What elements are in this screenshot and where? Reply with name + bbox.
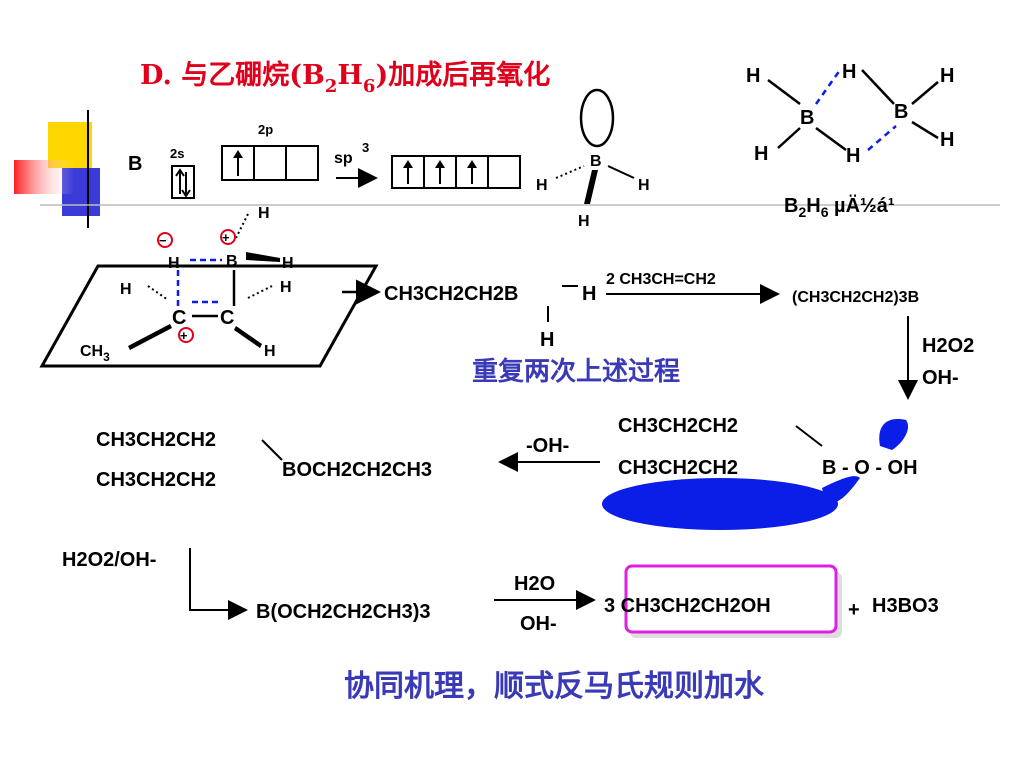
svg-text:CH3CH2CH2: CH3CH2CH2 [96,429,216,451]
svg-text:H: H [258,205,270,222]
boric-acid: H3BO3 [872,595,939,617]
svg-text:3: 3 [362,140,369,155]
hydrolysis-top: H2O [514,573,555,595]
diborane-structure: H H H B B H H H B2H6 µÄ½á¹ [746,61,954,220]
svg-text:H: H [578,213,590,230]
repeat-note: 重复两次上述过程 [472,357,680,387]
svg-text:sp: sp [334,150,353,167]
svg-text:B - O - OH: B - O - OH [822,457,918,479]
svg-text:B: B [226,253,238,270]
svg-text:−: − [159,233,167,248]
orbital-diagram: B 2s 2p sp 3 [128,122,521,199]
svg-text:B: B [894,101,908,123]
svg-text:H: H [746,65,760,87]
svg-text:B: B [590,153,602,170]
svg-text:C: C [220,307,234,329]
arrow-5 [189,548,248,620]
svg-text:H: H [582,283,596,305]
svg-text:B: B [128,153,142,175]
peroxide-reagent-line1: H2O2 [922,335,974,357]
svg-text:H: H [940,65,954,87]
diborane-caption: B2H6 µÄ½á¹ [784,194,895,220]
final-product-box [624,564,842,638]
svg-text:CH3CH2CH2: CH3CH2CH2 [96,469,216,491]
peroxide-reagent-line2: OH- [922,367,959,389]
propene-reagent: 2 CH3CH=CH2 [606,271,716,288]
svg-text:H: H [846,145,860,167]
hydrolysis-bottom: OH- [520,613,557,635]
transition-state: H − + H B H H H C C + CH3 H [39,205,379,368]
minus-oh-label: -OH- [526,435,569,457]
svg-text:H: H [168,255,180,272]
svg-text:H: H [638,177,650,194]
borinate-ester: CH3CH2CH2 CH3CH2CH2 BOCH2CH2CH3 [96,429,432,491]
svg-text:BOCH2CH2CH3: BOCH2CH2CH3 [282,459,432,481]
svg-text:H: H [264,343,276,360]
final-alcohol: 3 CH3CH2CH2OH [604,595,771,617]
svg-text:2s: 2s [170,146,184,161]
h2o2-oh-label: H2O2/OH- [62,549,156,571]
svg-text:H: H [120,281,132,298]
page-title: D. 与乙硼烷(B2H6)加成后再氧化 [140,59,550,97]
trialkylborane: (CH3CH2CH2)3B [792,289,919,306]
monoalkylborane: CH3CH2CH2B H H [384,283,596,351]
svg-text:H: H [842,61,856,83]
bh3-structure: B H H H [536,88,650,230]
svg-text:C: C [172,307,186,329]
svg-text:H: H [282,255,294,272]
borate-ester: B(OCH2CH2CH3)3 [256,601,430,623]
svg-text:H: H [540,329,554,351]
svg-text:CH3CH2CH2B: CH3CH2CH2B [384,283,518,305]
svg-text:H: H [280,279,292,296]
svg-text:+: + [222,230,230,245]
summary-note: 协同机理，顺式反马氏规则加水 [344,669,765,704]
svg-text:2p: 2p [258,122,273,137]
corner-decoration [14,110,1000,228]
peroxyborate: CH3CH2CH2 CH3CH2CH2 B - O - OH [602,415,918,530]
svg-text:B: B [800,107,814,129]
svg-text:H: H [754,143,768,165]
svg-text:CH3: CH3 [80,343,110,364]
svg-text:H: H [940,129,954,151]
plus-sign: + [848,599,860,621]
svg-text:CH3CH2CH2: CH3CH2CH2 [618,457,738,479]
svg-text:CH3CH2CH2: CH3CH2CH2 [618,415,738,437]
svg-text:H: H [536,177,548,194]
svg-text:+: + [180,328,188,343]
